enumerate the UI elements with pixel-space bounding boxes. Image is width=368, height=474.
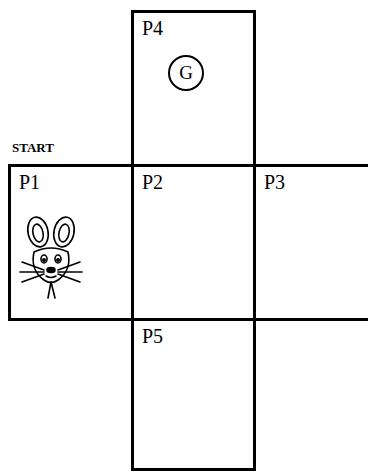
cell-label: P5 [134, 321, 253, 347]
goal-circle: G [168, 55, 204, 91]
cell-label: P2 [134, 167, 253, 193]
cell-label: P1 [11, 167, 131, 193]
start-label: START [12, 140, 54, 156]
maze-cell: P3 [253, 164, 368, 321]
cell-label: P4 [134, 13, 253, 39]
cell-label: P3 [256, 167, 368, 193]
goal-label: G [179, 63, 193, 83]
maze-cell: P1 [8, 164, 134, 321]
maze-cell: P2 [131, 164, 256, 321]
maze-cell: P4G [131, 10, 256, 167]
maze-cell: P5 [131, 318, 256, 471]
